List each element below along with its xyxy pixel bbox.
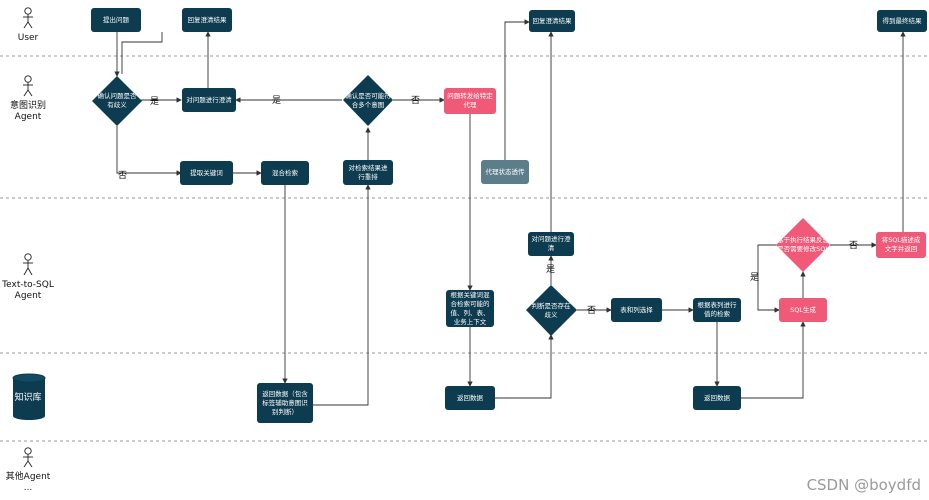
diamond-shapes	[92, 75, 830, 336]
edge-kb3-to-sqlgen	[741, 321, 806, 399]
lane-label-t2s: Text-to-SQL Agent	[0, 280, 60, 302]
diamond-t2s-ambiguous	[526, 285, 577, 336]
lane-label-other: 其他Agent ...	[0, 472, 60, 494]
node-select: 表和列选择	[611, 298, 662, 322]
node-sql-gen: SQL生成	[779, 298, 827, 322]
edge-label-no3: 否	[587, 306, 597, 316]
diamond-ambiguous	[92, 76, 142, 126]
intent-agent-actor-icon	[23, 75, 33, 97]
edge-label-yes3: 是	[546, 265, 556, 275]
node-keywords: 提取关键词	[180, 161, 233, 185]
node-clarify1: 对问题进行澄清	[182, 88, 236, 112]
edge-ambiguous-top	[121, 32, 163, 74]
edge-ambiguous-no	[116, 126, 182, 176]
node-t2s-ambiguous: 判断是否存在歧义	[531, 302, 571, 319]
node-summarize: 将SQL描述成文字并返回	[876, 232, 926, 258]
edge-state-to-reply2	[504, 19, 530, 160]
lane-label-other-line2: ...	[23, 483, 33, 493]
node-reply2: 回复澄清结果	[529, 10, 575, 32]
lane-label-intent: 意图识别 Agent	[0, 101, 60, 123]
other-agent-actor-icon	[23, 447, 33, 468]
node-ask: 提出问题	[91, 8, 141, 32]
lane-label-intent-line2: Agent	[14, 112, 42, 122]
node-sql-fix: 基于执行结果反思是否需要修改SQL	[777, 236, 829, 253]
lane-separators	[0, 55, 929, 442]
lane-label-intent-line1: 意图识别	[9, 101, 46, 111]
edge-sqlfix-yes	[757, 244, 780, 313]
node-rerank: 对检索结果进行重排	[343, 160, 393, 185]
node-kw-search: 根据关键词混合检索可能的值、列、表、业务上下文	[446, 290, 494, 327]
lane-label-kb: 知识库	[14, 393, 42, 403]
database-icon	[12, 373, 46, 420]
watermark: CSDN @boydfd	[806, 476, 921, 494]
diamond-multi-intent	[343, 75, 393, 126]
node-kb-return3: 返回数据	[693, 386, 741, 410]
node-final: 得到最终结果	[877, 10, 927, 32]
node-reply1: 回复澄清结果	[182, 8, 232, 32]
edge-label-no4: 否	[849, 241, 859, 251]
node-forward: 问题转发给特定代理	[444, 88, 496, 114]
connectors	[114, 19, 906, 406]
lane-label-t2s-line1: Text-to-SQL	[2, 280, 54, 290]
edge-kb-to-rerank	[313, 184, 371, 406]
edge-label-no1: 否	[411, 96, 421, 106]
lane-label-user: User	[17, 33, 39, 43]
edge-label-yes4: 是	[750, 273, 760, 283]
node-clarify2: 对问题进行澄清	[528, 232, 574, 256]
node-state: 代理状态透传	[481, 160, 529, 184]
node-ambiguous: 确认问题是否有歧义	[97, 92, 137, 109]
edge-label-yes2: 是	[272, 96, 282, 106]
node-kb-return1: 返回数据（包含标签辅助意图识别判断）	[257, 383, 313, 423]
user-actor-icon	[23, 7, 33, 29]
edge-label-no2: 否	[118, 171, 128, 181]
node-kb-return2: 返回数据	[445, 386, 495, 410]
edge-kb2-to-t2sambiguous	[495, 334, 554, 399]
lane-label-t2s-line2: Agent	[14, 291, 42, 301]
diamond-sql-fix	[776, 218, 830, 272]
node-value-search: 根据表列进行值的检索	[693, 298, 741, 322]
edge-label-yes1: 是	[150, 97, 160, 107]
t2s-agent-actor-icon	[23, 253, 33, 276]
lane-label-other-line1: 其他Agent	[5, 472, 51, 482]
node-hybrid: 混合检索	[261, 161, 309, 185]
node-multi-intent: 确认是否可能符合多个意图	[345, 92, 391, 109]
